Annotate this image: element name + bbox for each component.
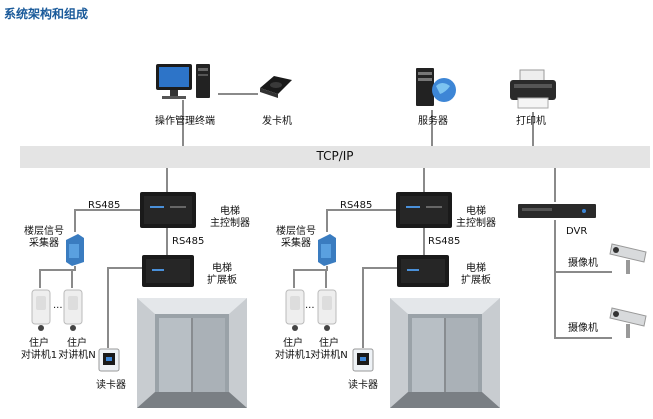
card-reader-label-1: 读卡器 — [96, 380, 126, 391]
intercom-n-label-2: 住户对讲机N — [310, 338, 348, 361]
dvr-icon — [518, 204, 596, 218]
elevator-expansion-board-icon — [397, 255, 449, 287]
server-label: 服务器 — [418, 116, 448, 127]
floor-collector-label-1: 楼层信号采集器 — [24, 226, 64, 249]
elevator-main-controller-icon — [396, 192, 452, 228]
intercom-dots-1: ... — [53, 300, 63, 311]
operator-terminal-icon — [156, 64, 210, 99]
operator-terminal-label: 操作管理终端 — [155, 116, 215, 127]
server-icon — [416, 68, 456, 106]
camera-icon — [609, 243, 647, 274]
rs485-label-1a: RS485 — [88, 200, 121, 211]
elevator-car-icon — [390, 298, 500, 408]
camera-label-2: 摄像机 — [568, 323, 598, 334]
intercom-1-icon — [285, 289, 305, 331]
rs485-label-2a: RS485 — [340, 200, 373, 211]
intercom-1-icon — [31, 289, 51, 331]
floor-collector-label-2: 楼层信号采集器 — [276, 226, 316, 249]
intercom-dots-2: ... — [305, 300, 315, 311]
main-controller-label-1: 电梯主控制器 — [210, 206, 250, 229]
card-issuer-label: 发卡机 — [262, 116, 292, 127]
expansion-board-label-1: 电梯扩展板 — [207, 263, 237, 286]
expansion-board-label-2: 电梯扩展板 — [461, 263, 491, 286]
card-reader-icon — [352, 348, 374, 372]
diagram-title: 系统架构和组成 — [4, 7, 89, 21]
intercom-1-label-1: 住户对讲机1 — [20, 338, 58, 361]
card-reader-label-2: 读卡器 — [348, 380, 378, 391]
main-controller-label-2: 电梯主控制器 — [456, 206, 496, 229]
rs485-label-1b: RS485 — [172, 236, 205, 247]
camera-icon — [609, 307, 647, 338]
card-issuer-icon — [260, 76, 292, 98]
tcpip-bus-label: TCP/IP — [316, 149, 354, 163]
elevator-main-controller-icon — [140, 192, 196, 228]
floor-signal-collector-icon — [66, 234, 84, 266]
intercom-n-icon — [63, 289, 83, 331]
rs485-label-2b: RS485 — [428, 236, 461, 247]
floor-signal-collector-icon — [318, 234, 336, 266]
card-reader-icon — [98, 348, 120, 372]
intercom-n-label-1: 住户对讲机N — [58, 338, 96, 361]
dvr-label: DVR — [566, 226, 588, 237]
printer-label: 打印机 — [516, 116, 546, 127]
intercom-1-label-2: 住户对讲机1 — [274, 338, 312, 361]
elevator-car-icon — [137, 298, 247, 408]
printer-icon — [510, 69, 556, 109]
elevator-expansion-board-icon — [142, 255, 194, 287]
intercom-n-icon — [317, 289, 337, 331]
camera-label-1: 摄像机 — [568, 258, 598, 269]
tcpip-bus: TCP/IP — [20, 146, 650, 168]
